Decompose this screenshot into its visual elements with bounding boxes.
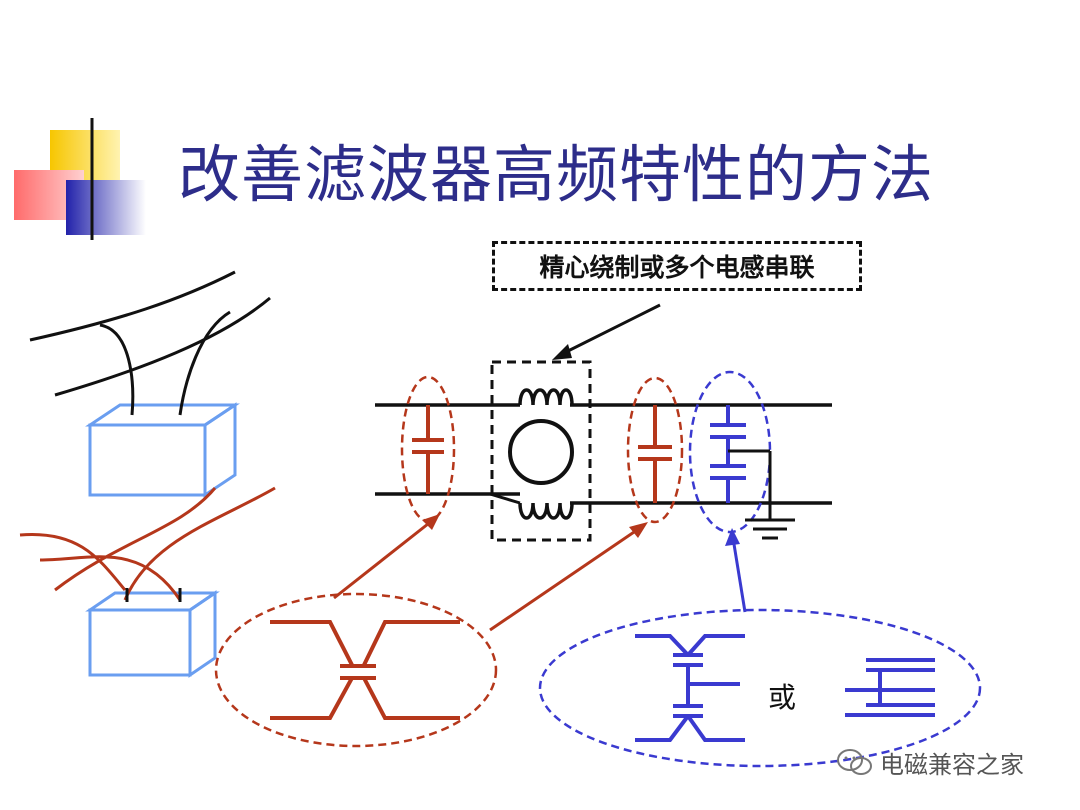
- zoom-feedthrough-capacitor: [214, 592, 498, 748]
- stacked-capacitor: [845, 658, 935, 717]
- watermark: 电磁兼容之家: [836, 745, 1024, 780]
- component-box-top: [85, 402, 240, 498]
- ground-symbol: [728, 449, 795, 540]
- corner-decoration: [14, 118, 1040, 240]
- inductor-note-text: 精心绕制或多个电感串联: [539, 253, 815, 282]
- wechat-icon: [837, 748, 872, 775]
- or-label: 或: [768, 681, 797, 714]
- page-title: 改善滤波器高频特性的方法: [178, 138, 935, 211]
- pins-bottom: [125, 588, 182, 602]
- inductor-note-box: 精心绕制或多个电感串联: [492, 241, 862, 291]
- wires-top: [29, 270, 271, 416]
- zoom-y-capacitor-options: [538, 608, 982, 768]
- wires-bottom: [19, 486, 276, 601]
- three-terminal-capacitor: [635, 634, 745, 742]
- common-mode-choke: [489, 360, 592, 542]
- annotation-arrows: [333, 303, 747, 632]
- capacitor-left: [400, 375, 456, 523]
- component-box-bottom: [85, 590, 220, 678]
- watermark-text: 电磁兼容之家: [880, 751, 1024, 779]
- capacitor-middle: [626, 376, 684, 524]
